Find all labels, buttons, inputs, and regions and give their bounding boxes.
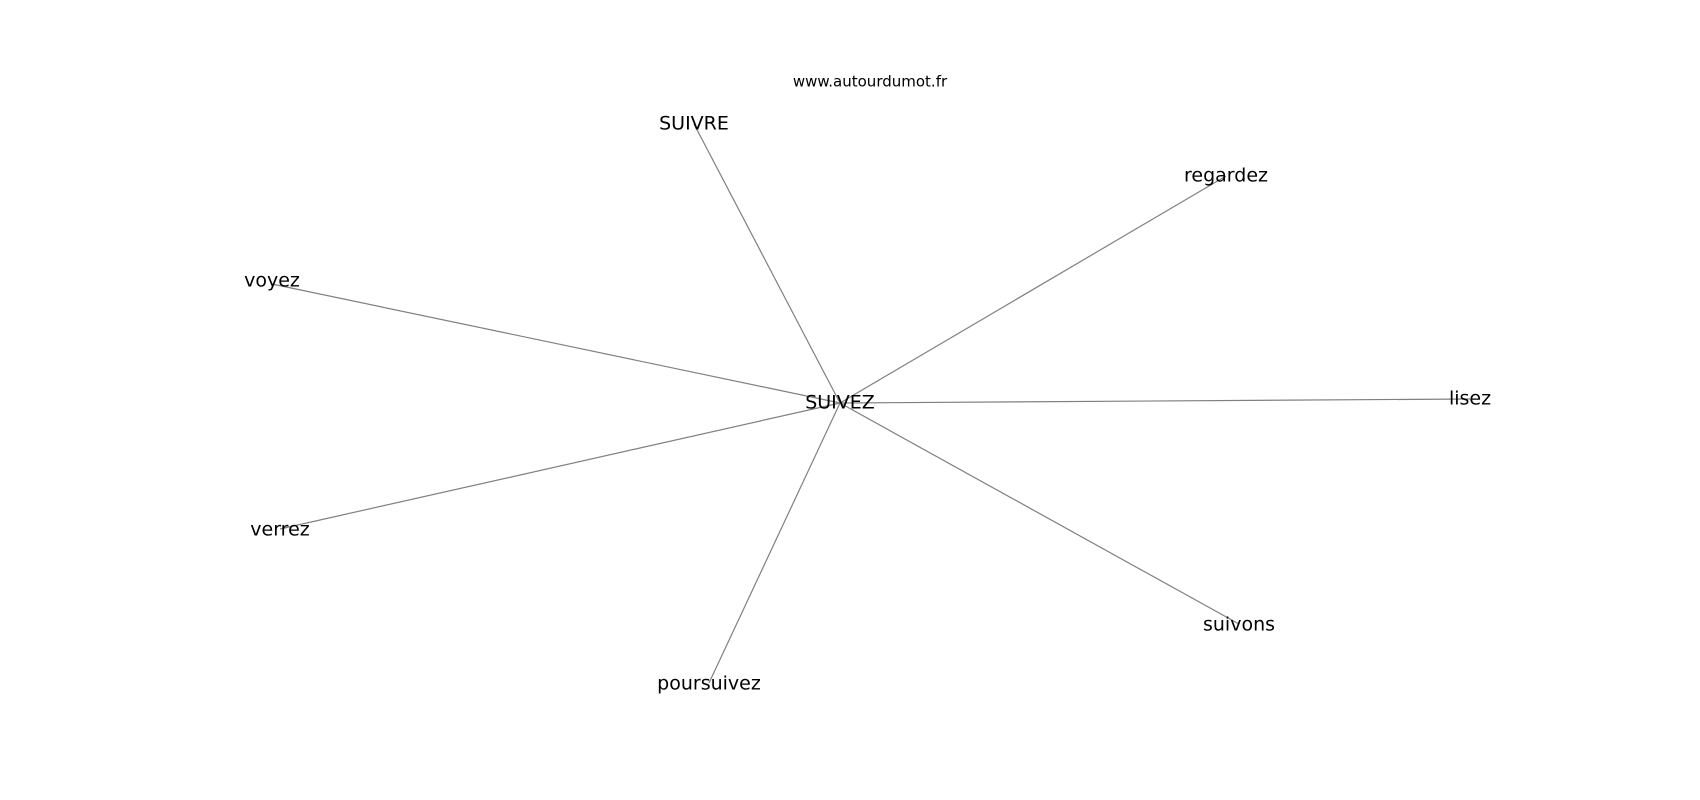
node-suivons[interactable]: suivons: [1203, 614, 1275, 636]
node-poursuivez[interactable]: poursuivez: [657, 673, 761, 695]
node-lisez[interactable]: lisez: [1449, 388, 1491, 410]
node-verrez[interactable]: verrez: [250, 519, 309, 541]
node-suivre[interactable]: SUIVRE: [659, 113, 729, 135]
edges: [271, 123, 1471, 684]
edge-suivez-regardez: [839, 175, 1227, 404]
edge-suivez-voyez: [271, 283, 841, 404]
site-watermark: www.autourdumot.fr: [793, 73, 948, 91]
node-regardez[interactable]: regardez: [1184, 165, 1268, 187]
edge-suivez-lisez: [839, 398, 1471, 404]
nodes: SUIVEZ SUIVRE regardez voyez lisez verre…: [244, 113, 1491, 695]
edge-suivez-verrez: [279, 402, 841, 530]
node-center[interactable]: SUIVEZ: [805, 392, 875, 414]
edge-suivez-suivons: [839, 402, 1240, 625]
node-voyez[interactable]: voyez: [244, 270, 300, 292]
edge-suivez-suivre: [693, 123, 841, 404]
edge-suivez-poursuivez: [708, 402, 841, 684]
